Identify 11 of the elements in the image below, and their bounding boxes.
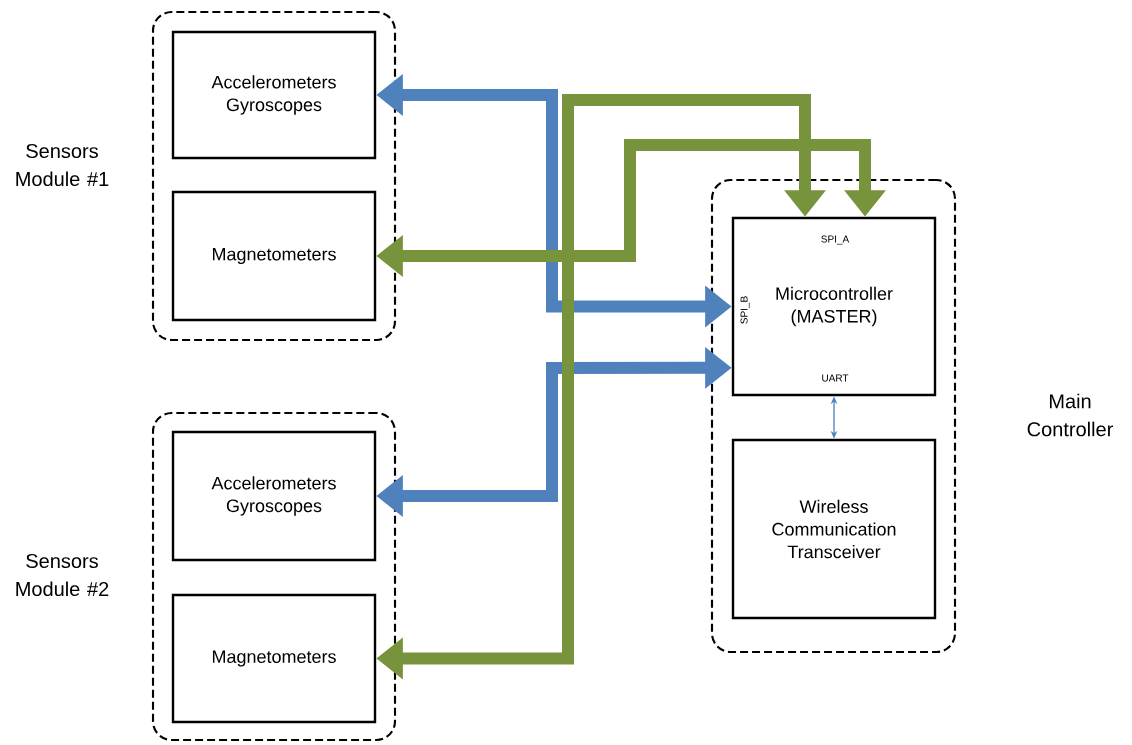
pin-label: SPI_B: [740, 296, 750, 324]
component-box: Accelerometers Gyroscopes: [171, 430, 377, 562]
node-label: Sensors Module #2: [16, 553, 109, 597]
pin-label: UART: [822, 374, 849, 382]
component-box: Magnetometers: [171, 593, 377, 724]
node-label: Sensors Module #1: [16, 143, 109, 187]
component-box: Accelerometers Gyroscopes: [171, 30, 377, 160]
pin-label: SPI_A: [821, 235, 850, 245]
node-label: Main Controller: [1027, 393, 1113, 437]
component-box: Wireless Communication Transceiver: [731, 438, 937, 620]
component-box: Magnetometers: [171, 190, 377, 322]
